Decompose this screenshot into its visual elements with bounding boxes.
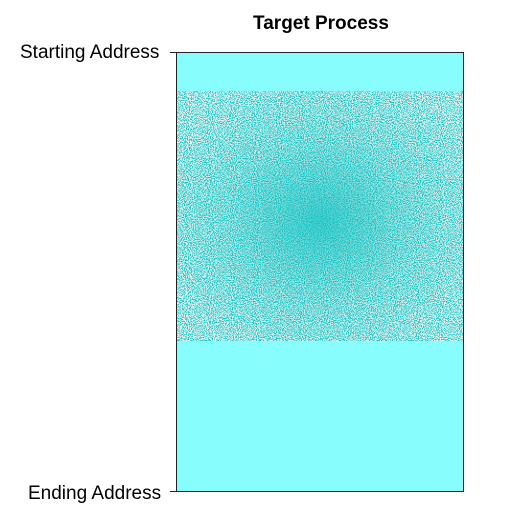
diagram-title: Target Process	[253, 13, 389, 34]
starting-address-label: Starting Address	[20, 42, 160, 63]
starting-address-tick	[170, 52, 178, 53]
ending-address-tick	[170, 491, 178, 492]
noisy-memory-region	[177, 91, 463, 341]
target-process-memory-block	[176, 52, 464, 492]
ending-address-label: Ending Address	[28, 483, 162, 504]
noise-texture	[177, 91, 463, 341]
